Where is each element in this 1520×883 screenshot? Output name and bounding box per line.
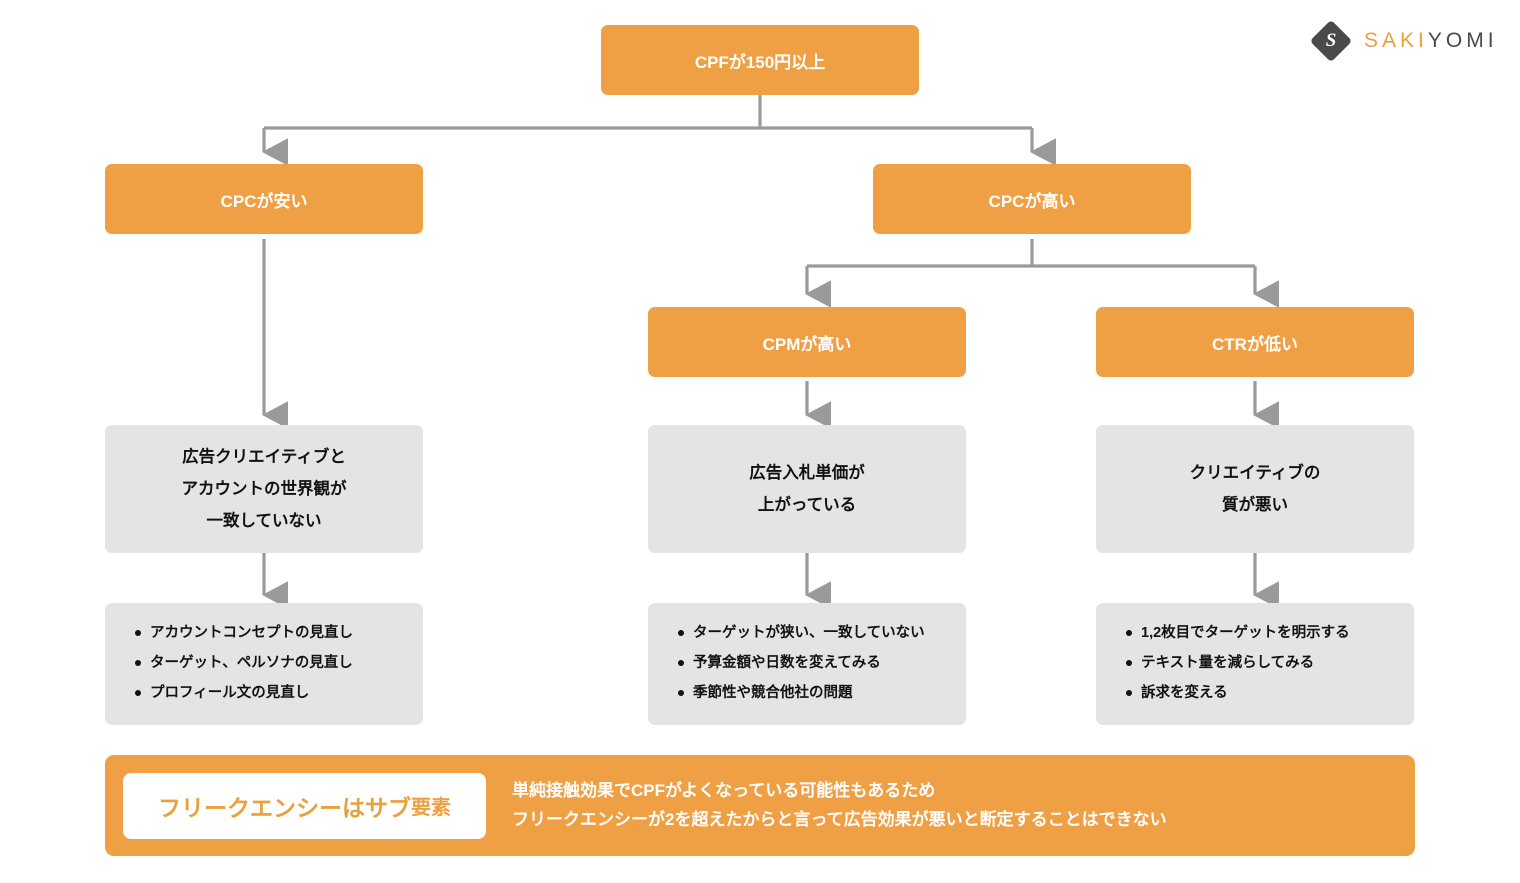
node-ctr-low-label: CTRが低い [1212, 334, 1298, 354]
cause-box-bid-price-rising: 広告入札単価が 上がっている [648, 425, 966, 553]
cause-box-creative-mismatch: 広告クリエイティブと アカウントの世界観が 一致していない [105, 425, 423, 553]
list-item-label: ターゲットが狭い、一致していない [693, 625, 925, 642]
node-ctr-low[interactable]: CTRが低い [1096, 307, 1414, 377]
footer-note-banner: フリークエンシーはサブ要素 単純接触効果でCPFがよくなっている可能性もあるため… [105, 755, 1415, 856]
list-item-label: 予算金額や日数を変えてみる [693, 655, 881, 672]
list-item: アカウントコンセプトの見直し [135, 619, 423, 649]
node-cpc-low-label: CPCが安い [220, 191, 308, 211]
list-item-label: ターゲット、ペルソナの見直し [150, 655, 353, 672]
node-root-cpf-label: CPFが150円以上 [694, 52, 826, 72]
action-box-targeting: ターゲットが狭い、一致していない 予算金額や日数を変えてみる 季節性や競合他社の… [648, 603, 966, 725]
sakiyomi-logo: S SAKIYOMI [1309, 19, 1498, 63]
node-cpc-low[interactable]: CPCが安い [105, 164, 423, 234]
logo-wordmark-yomi: YOMI [1427, 29, 1498, 52]
list-item-label: アカウントコンセプトの見直し [150, 625, 353, 642]
list-item-label: 訴求を変える [1141, 684, 1228, 701]
list-item: 1,2枚目でターゲットを明示する [1126, 619, 1414, 649]
bullet-dot-icon [1126, 630, 1132, 637]
bullet-dot-icon [678, 689, 684, 696]
list-item: ターゲット、ペルソナの見直し [135, 649, 423, 679]
node-cpc-high[interactable]: CPCが高い [873, 164, 1191, 234]
list-item-label: テキスト量を減らしてみる [1141, 655, 1315, 672]
cause-box-poor-creative-quality: クリエイティブの 質が悪い [1096, 425, 1414, 553]
cause-box-creative-mismatch-label: 広告クリエイティブと アカウントの世界観が 一致していない [181, 447, 347, 531]
list-item-label: 季節性や競合他社の問題 [693, 684, 853, 701]
bullet-dot-icon [678, 630, 684, 637]
frequency-sub-element-pill: フリークエンシーはサブ要素 [123, 772, 486, 839]
list-item-label: 1,2枚目でターゲットを明示する [1141, 625, 1350, 642]
list-item-label: プロフィール文の見直し [150, 684, 310, 701]
logo-diamond-icon: S [1309, 19, 1353, 63]
list-item: ターゲットが狭い、一致していない [678, 619, 966, 649]
list-item: 季節性や競合他社の問題 [678, 679, 966, 709]
bullet-dot-icon [1126, 660, 1132, 667]
list-item: プロフィール文の見直し [135, 679, 423, 709]
pill-rest-label: 要素 [411, 797, 451, 819]
action-box-creative: 1,2枚目でターゲットを明示する テキスト量を減らしてみる 訴求を変える [1096, 603, 1414, 725]
list-item: 予算金額や日数を変えてみる [678, 649, 966, 679]
node-cpm-high-label: CPMが高い [762, 334, 852, 354]
cause-box-poor-creative-quality-label: クリエイティブの 質が悪い [1189, 463, 1321, 514]
logo-wordmark: SAKIYOMI [1364, 29, 1498, 53]
list-item: 訴求を変える [1126, 679, 1414, 709]
list-item: テキスト量を減らしてみる [1126, 649, 1414, 679]
logo-mark-letter: S [1325, 30, 1337, 51]
cause-box-bid-price-rising-label: 広告入札単価が 上がっている [749, 463, 865, 514]
action-box-account: アカウントコンセプトの見直し ターゲット、ペルソナの見直し プロフィール文の見直… [105, 603, 423, 725]
node-root-cpf[interactable]: CPFが150円以上 [601, 25, 919, 95]
footer-note-text: 単純接触効果でCPFがよくなっている可能性もあるため フリークエンシーが2を超え… [512, 781, 1167, 829]
logo-wordmark-saki: SAKI [1364, 29, 1428, 52]
bullet-dot-icon [1126, 689, 1132, 696]
node-cpm-high[interactable]: CPMが高い [648, 307, 966, 377]
bullet-dot-icon [135, 630, 141, 637]
node-cpc-high-label: CPCが高い [988, 191, 1076, 211]
bullet-dot-icon [678, 660, 684, 667]
pill-highlight-label: フリークエンシーはサブ [158, 794, 411, 821]
bullet-dot-icon [135, 689, 141, 696]
bullet-dot-icon [135, 660, 141, 667]
